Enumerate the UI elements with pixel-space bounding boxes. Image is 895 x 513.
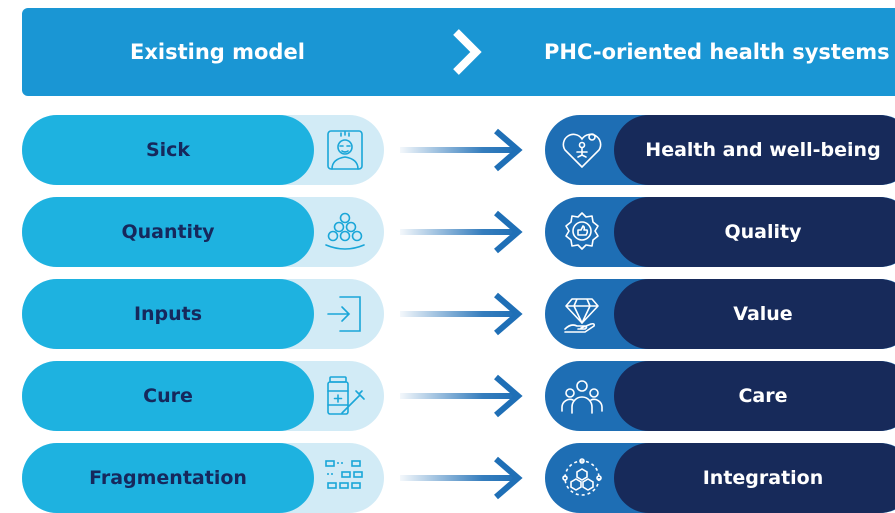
from-label: Fragmentation — [89, 467, 247, 489]
existing-model-title: Existing model — [130, 40, 305, 64]
integration-network-icon — [562, 458, 602, 496]
patient-bed-icon — [327, 130, 363, 170]
transition-arrow-icon — [400, 128, 523, 172]
diamond-hand-icon — [564, 298, 599, 333]
transition-row-quantity: Quantity Quality — [0, 197, 895, 267]
right-pill — [614, 443, 895, 513]
to-label: Quality — [724, 221, 802, 243]
to-label: Health and well-being — [645, 139, 881, 161]
phc-systems-title: PHC-oriented health systems — [544, 40, 890, 64]
left-pill — [22, 197, 314, 267]
transition-arrow-icon — [400, 374, 523, 418]
medicine-syringe-icon — [327, 376, 365, 415]
left-pill — [22, 279, 314, 349]
chevron-right-icon — [453, 29, 482, 75]
to-label: Care — [738, 385, 788, 407]
from-label: Cure — [143, 385, 193, 407]
right-pill — [614, 361, 895, 431]
left-pill — [22, 361, 314, 431]
left-pill — [22, 115, 314, 185]
transition-arrow-icon — [400, 210, 523, 254]
from-label: Quantity — [121, 221, 215, 243]
right-pill — [614, 197, 895, 267]
transition-arrow-icon — [400, 292, 523, 336]
header-banner: Existing model PHC-oriented health syste… — [22, 8, 895, 96]
transition-arrow-icon — [400, 456, 523, 500]
from-label: Sick — [145, 139, 191, 161]
transition-row-sick: Sick Health and well-being — [0, 115, 895, 185]
from-label: Inputs — [133, 303, 203, 325]
transition-row-cure: Cure Care — [0, 361, 895, 431]
left-pill — [22, 443, 314, 513]
right-pill — [614, 115, 895, 185]
stacked-items-icon — [325, 212, 365, 250]
to-label: Integration — [702, 467, 824, 489]
people-group-icon — [561, 380, 603, 414]
input-enter-icon — [327, 296, 361, 332]
fragmented-blocks-icon — [325, 460, 363, 489]
to-label: Value — [733, 303, 793, 325]
heart-wellbeing-icon — [562, 133, 602, 169]
right-pill — [614, 279, 895, 349]
transition-row-inputs: Inputs Value — [0, 279, 895, 349]
quality-badge-icon — [565, 212, 599, 250]
transition-row-fragmentation: Fragmentation Integration — [0, 443, 895, 513]
